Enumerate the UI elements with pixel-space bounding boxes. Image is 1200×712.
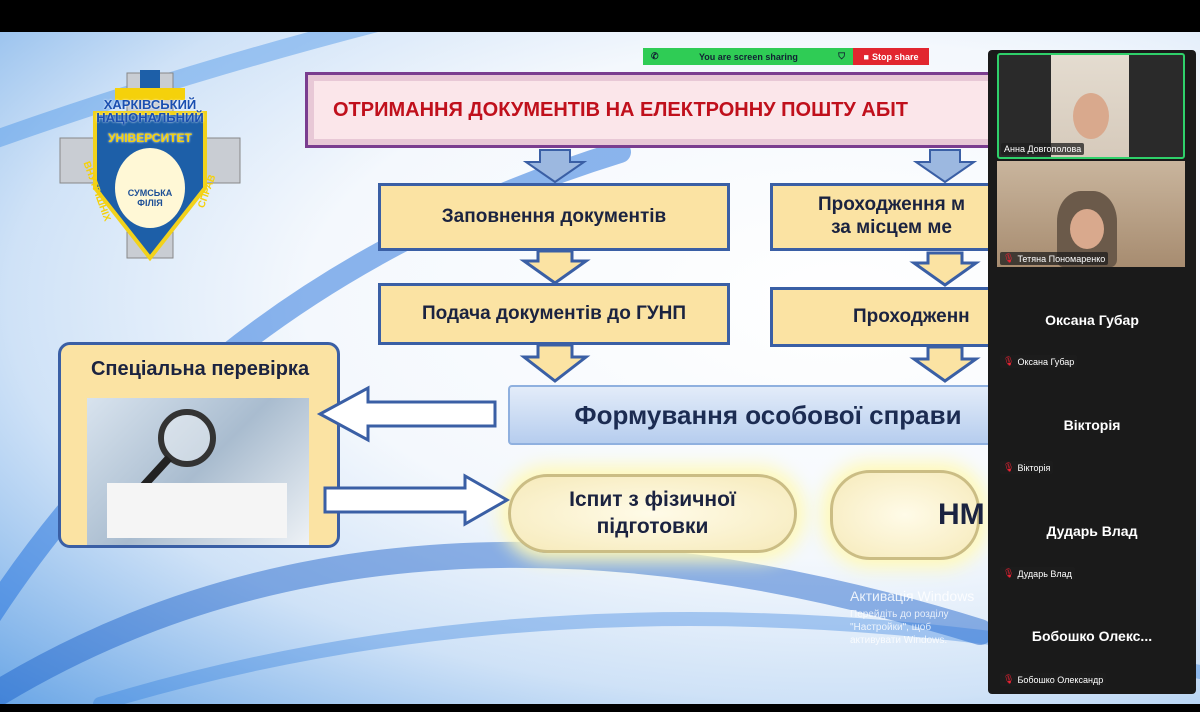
step-passing: Проходженн [770, 287, 1030, 347]
participant-display-name: Оксана Губар [1045, 312, 1139, 328]
stop-icon: ■ [863, 51, 869, 62]
muted-mic-icon: 🎙︎ [1003, 356, 1015, 366]
participant-name: Бобошко Олександр [1017, 674, 1104, 685]
logo-text-3: УНІВЕРСИТЕТ [108, 131, 192, 145]
left-arrow [316, 385, 497, 443]
shield-icon: ⛉ [838, 51, 845, 61]
logo-text-2: НАЦІОНАЛЬНИЙ [96, 110, 204, 125]
participants-panel[interactable]: Анна Довгополова 🎙︎Тетяна Пономаренко Ок… [988, 50, 1196, 694]
down-arrow [519, 343, 591, 383]
down-arrow [519, 249, 591, 285]
step-physical-exam: Іспит з фізичної підготовки [508, 474, 797, 553]
down-arrow [912, 149, 978, 184]
muted-mic-icon: 🎙︎ [1003, 462, 1015, 472]
step-nm: НМ [830, 470, 985, 560]
phone-icon: ✆ [651, 51, 659, 61]
participant-name: Вікторія [1017, 462, 1051, 473]
windows-activation-title: Активація Windows [850, 588, 975, 604]
participant-video-tile[interactable]: 🎙︎Тетяна Пономаренко [997, 161, 1185, 267]
top-black-bar [0, 0, 1200, 32]
participant-label: 🎙︎Оксана Губар [1000, 355, 1078, 368]
participant-display-name: Вікторія [1063, 417, 1121, 433]
step-personal-file: Формування особової справи [508, 385, 1028, 445]
slide-title: ОТРИМАННЯ ДОКУМЕНТІВ НА ЕЛЕКТРОННУ ПОШТУ… [305, 72, 1025, 148]
muted-mic-icon: 🎙︎ [1003, 568, 1015, 578]
down-arrow [909, 345, 981, 383]
down-arrow [522, 149, 588, 184]
university-logo: ХАРКІВСЬКИЙ НАЦІОНАЛЬНИЙ УНІВЕРСИТЕТ СУМ… [55, 68, 245, 263]
windows-activation-text: Перейдіть до розділу "Настройки", щоб ак… [850, 609, 949, 646]
participant-video-tile[interactable]: Анна Довгополова [997, 53, 1185, 159]
special-check-label: Спеціальна перевірка [90, 358, 310, 380]
participant-label: 🎙︎Вікторія [1000, 461, 1054, 474]
stop-share-label: Stop share [871, 51, 919, 62]
participant-name: Дударь Влад [1017, 568, 1072, 579]
step-medical-check: Проходження м за місцем ме [770, 183, 1030, 251]
participant-name: Оксана Губар [1017, 356, 1075, 367]
stop-share-button[interactable]: ■Stop share [853, 48, 929, 65]
flow-arrows [316, 149, 981, 527]
video-feed [1051, 55, 1129, 157]
participant-label: 🎙︎Бобошко Олександр [1000, 673, 1107, 686]
screen-share-bar: ✆ You are screen sharing ⛉ ■Stop share [643, 48, 929, 65]
muted-mic-icon: 🎙︎ [1003, 253, 1015, 263]
participant-name: Анна Довгополова [1004, 144, 1082, 154]
logo-text-branch: СУМСЬКА ФІЛІЯ [127, 188, 173, 208]
share-status: You are screen sharing [698, 51, 798, 62]
muted-mic-icon: 🎙︎ [1003, 674, 1015, 684]
down-arrow [909, 251, 981, 287]
participant-display-name: Дударь Влад [1046, 523, 1138, 539]
participant-label: 🎙︎Дударь Влад [1000, 567, 1075, 580]
magnifier-photo [87, 398, 309, 545]
right-arrow [323, 473, 511, 527]
participant-name: Тетяна Пономаренко [1017, 253, 1106, 264]
step-fill-documents: Заповнення документів [378, 183, 730, 251]
participant-display-name: Бобошко Олекс... [1031, 628, 1153, 644]
logo-text-1: ХАРКІВСЬКИЙ [103, 97, 197, 112]
